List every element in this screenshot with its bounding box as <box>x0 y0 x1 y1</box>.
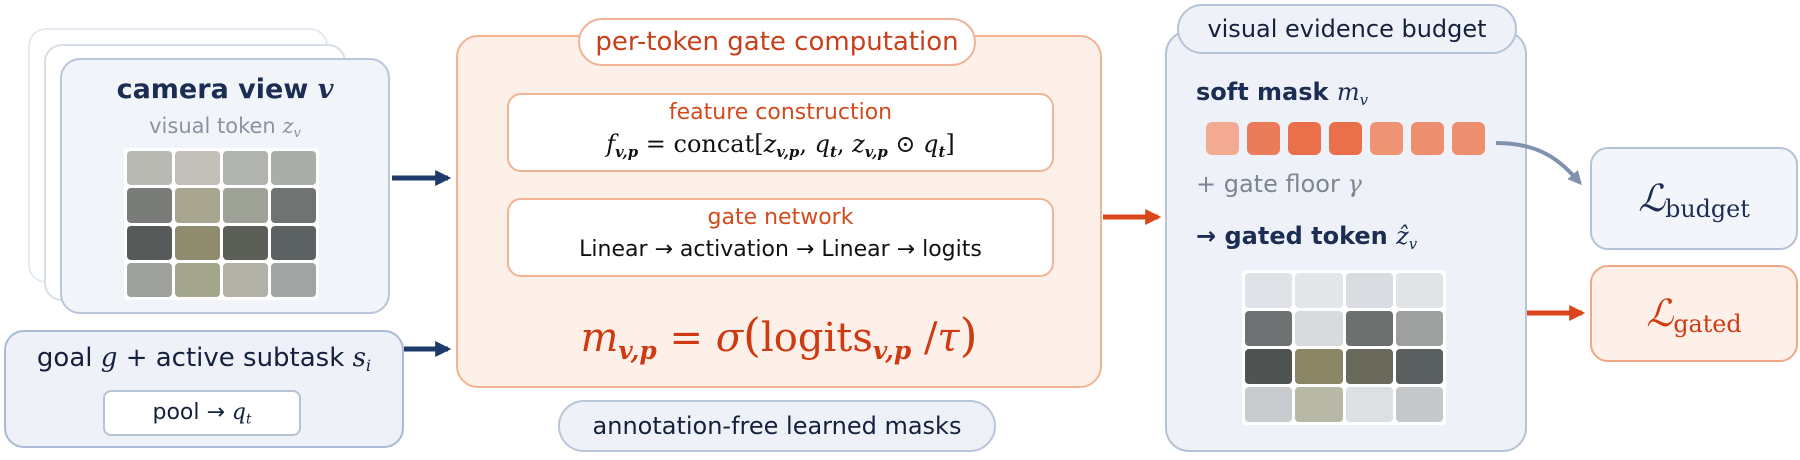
token-tile <box>127 262 172 297</box>
token-tile <box>1395 349 1443 384</box>
token-tile <box>223 262 268 297</box>
feature-construction-heading: feature construction <box>668 100 893 125</box>
gate-network-box <box>507 198 1054 277</box>
gate-floor-label: + gate floor γ <box>1196 170 1362 198</box>
token-tile <box>223 151 268 186</box>
feature-formula: fv,p = concat[zv,p, qt, zv,p ⊙ qt] <box>606 130 955 161</box>
token-tile <box>271 151 316 186</box>
token-tile <box>1395 387 1443 422</box>
pool-box: pool → qt <box>103 390 301 436</box>
token-tile <box>223 225 268 260</box>
soft-mask-cell <box>1206 122 1239 155</box>
subtask-symbol: si <box>352 343 372 376</box>
token-tile <box>271 188 316 223</box>
token-tile <box>271 225 316 260</box>
visual-token-symbol: zv <box>282 114 301 142</box>
token-tile <box>175 151 220 186</box>
gated-loss-box: ℒgated <box>1590 265 1798 362</box>
soft-mask-cell <box>1370 122 1403 155</box>
subtask-text: + active subtask <box>125 343 345 373</box>
camera-view-title: camera view v <box>60 74 390 105</box>
pool-symbol: qt <box>231 400 252 428</box>
visual-token-text: visual token <box>149 114 276 138</box>
token-tile <box>175 225 220 260</box>
visual-token-label: visual token zv <box>60 114 390 142</box>
token-tile <box>1245 387 1293 422</box>
token-tile <box>127 151 172 186</box>
soft-mask-cell <box>1247 122 1280 155</box>
annotation-free-pill: annotation-free learned masks <box>558 400 996 452</box>
token-tile <box>1345 387 1393 422</box>
gate-network-heading: gate network <box>707 205 854 230</box>
goal-text: goal <box>36 343 93 373</box>
gate-network-pipeline: Linear → activation → Linear → logits <box>579 237 982 262</box>
goal-symbol: g <box>100 343 118 373</box>
visual-evidence-budget-title: visual evidence budget <box>1177 4 1517 54</box>
pool-text: pool → <box>152 400 225 425</box>
gated-token-label: → gated token ẑv <box>1196 222 1418 253</box>
budget-loss-box: ℒbudget <box>1590 147 1798 250</box>
token-tile <box>175 262 220 297</box>
soft-mask-cell <box>1329 122 1362 155</box>
camera-view-title-text: camera view <box>116 74 309 105</box>
token-tile <box>1245 273 1293 308</box>
soft-mask-cell <box>1411 122 1444 155</box>
mask-formula: mv,p = σ(logitsv,p /τ) <box>580 308 978 365</box>
token-tile <box>1245 311 1293 346</box>
soft-mask-label: soft mask mv <box>1196 78 1369 109</box>
token-tile <box>1295 349 1343 384</box>
soft-mask-cell <box>1452 122 1485 155</box>
token-tile <box>1295 387 1343 422</box>
token-tile <box>1295 311 1343 346</box>
camera-view-symbol: v <box>317 74 334 105</box>
token-tile <box>127 188 172 223</box>
token-tile <box>1395 311 1443 346</box>
token-tile <box>127 225 172 260</box>
token-tile <box>175 188 220 223</box>
token-tile <box>223 188 268 223</box>
token-tile <box>271 262 316 297</box>
soft-mask-cell <box>1288 122 1321 155</box>
token-tile <box>1245 349 1293 384</box>
token-tile <box>1295 273 1343 308</box>
feature-construction-box <box>507 93 1054 172</box>
token-tile <box>1345 349 1393 384</box>
gate-computation-title: per-token gate computation <box>578 18 976 66</box>
token-tile <box>1345 273 1393 308</box>
token-tile <box>1395 273 1443 308</box>
goal-subtask-label: goal g + active subtask si <box>4 343 404 376</box>
gated-token-grid <box>1242 270 1446 425</box>
arrow-mask-to-budget-loss <box>1495 141 1582 186</box>
token-tile <box>1345 311 1393 346</box>
camera-token-grid <box>124 148 319 300</box>
